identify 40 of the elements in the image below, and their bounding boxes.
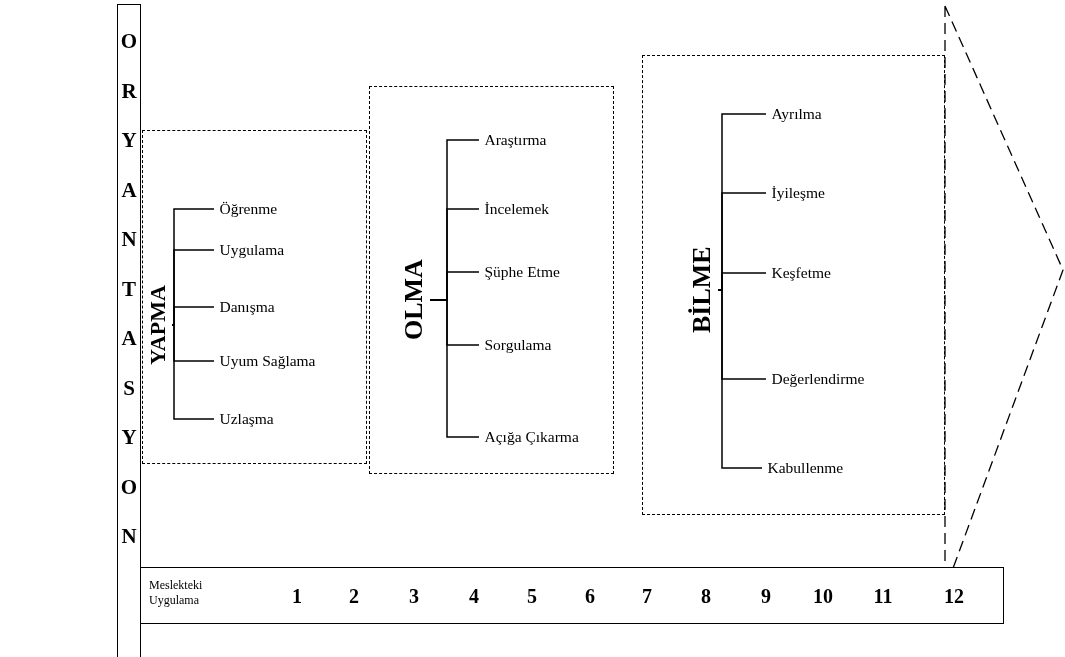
bracket-line xyxy=(171,306,215,326)
year-number: 5 xyxy=(526,585,538,607)
list-item: Danışma xyxy=(213,297,275,316)
group-heading: YAPMA xyxy=(143,274,172,375)
group-heading: BİLME xyxy=(685,229,718,350)
group-heading: OLMA xyxy=(397,244,430,355)
list-item: Sorgulama xyxy=(478,335,552,354)
list-item: Şüphe Etme xyxy=(478,262,560,281)
year-number: 11 xyxy=(872,585,894,607)
bracket-line xyxy=(171,324,215,420)
year-number: 3 xyxy=(408,585,420,607)
year-number: 12 xyxy=(943,585,965,607)
dashed-group-frame xyxy=(369,86,614,474)
year-number: 9 xyxy=(760,585,772,607)
dashed-group-frame xyxy=(642,55,945,515)
list-item: Değerlendirme xyxy=(765,369,865,388)
vertical-title: ORYANTASYON xyxy=(117,4,141,657)
list-item: Açığa Çıkarma xyxy=(478,427,579,446)
list-item: Uygulama xyxy=(213,240,285,259)
timeline-label: Meslekteki Uygulama xyxy=(149,578,204,608)
year-number: 1 xyxy=(291,585,303,607)
list-item: Ayrılma xyxy=(765,104,822,123)
year-number: 2 xyxy=(348,585,360,607)
year-number: 10 xyxy=(812,585,834,607)
bracket-line xyxy=(429,299,480,438)
dashed-group-frame xyxy=(142,130,367,464)
year-number: 4 xyxy=(468,585,480,607)
list-item: Keşfetme xyxy=(765,263,831,282)
list-item: Uyum Sağlama xyxy=(213,351,316,370)
list-item: Uzlaşma xyxy=(213,409,274,428)
list-item: Kabullenme xyxy=(761,458,844,477)
list-item: İyileşme xyxy=(765,183,825,202)
list-item: Araştırma xyxy=(478,130,547,149)
list-item: Öğrenme xyxy=(213,199,278,218)
bracket-line xyxy=(717,289,763,469)
year-number: 6 xyxy=(584,585,596,607)
year-number: 7 xyxy=(641,585,653,607)
timeline-bar xyxy=(140,567,1004,624)
year-number: 8 xyxy=(700,585,712,607)
list-item: İncelemek xyxy=(478,199,550,218)
